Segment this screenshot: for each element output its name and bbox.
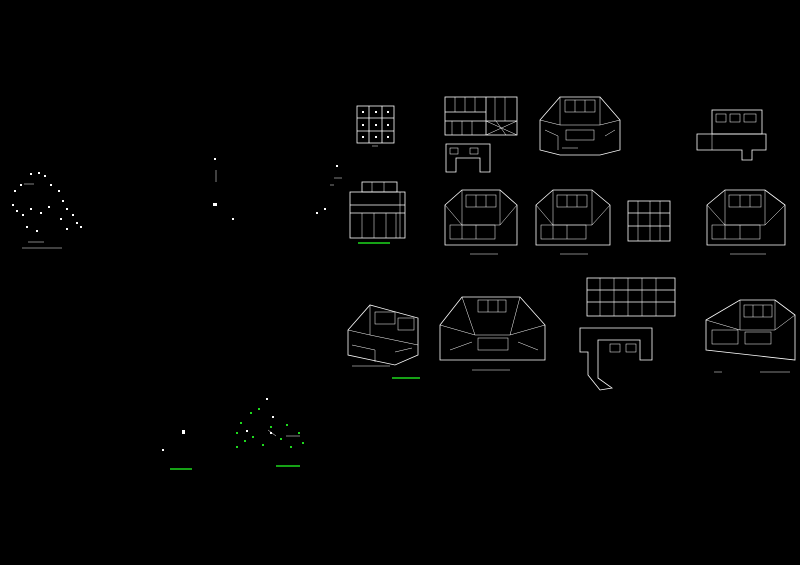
kitchen-isometric-3	[535, 189, 611, 255]
kitchen-elevation-front	[349, 181, 406, 244]
kitchen-isometric-1	[539, 96, 621, 156]
kitchen-elevation-set-1	[444, 96, 518, 173]
drawing-fragment-center	[213, 158, 342, 220]
drawing-fragment-bottom-mid	[236, 398, 304, 467]
drawing-fragment-left	[12, 172, 82, 249]
kitchen-isometric-4	[706, 189, 786, 255]
kitchen-elevation-plan-3	[579, 277, 676, 391]
kitchen-elevation-2	[627, 200, 671, 242]
kitchen-isometric-7	[705, 299, 796, 373]
kitchen-isometric-5	[347, 304, 420, 379]
kitchen-isometric-2	[444, 189, 518, 255]
drawing-fragment-bottom-left	[162, 430, 192, 470]
cabinet-grid-plan	[356, 105, 395, 147]
kitchen-isometric-6	[439, 296, 546, 371]
kitchen-plan-1	[696, 109, 767, 161]
